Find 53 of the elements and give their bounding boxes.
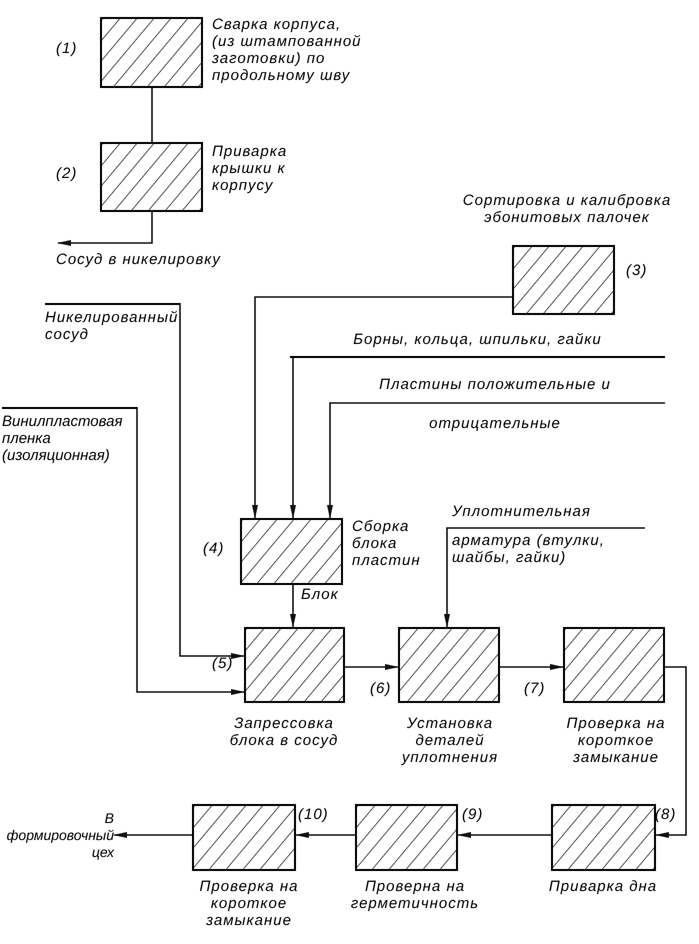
- step-number: (7): [524, 680, 546, 697]
- hatched-box: [563, 627, 665, 703]
- arrow: [113, 832, 192, 838]
- step-description: Проверна на герметичность: [350, 878, 480, 912]
- step-description: Сборка блока пластин: [352, 518, 422, 569]
- arrow: [57, 212, 153, 246]
- step-description: Запрессовка блока в сосуд: [228, 715, 340, 749]
- hatched-box: [398, 627, 500, 703]
- step-description: Проверка на короткое замыкание: [198, 878, 300, 929]
- input-label: отрицательные: [429, 415, 561, 432]
- arrow: [500, 664, 564, 670]
- step-number: (10): [298, 806, 330, 823]
- hatched-box: [551, 804, 656, 871]
- arrow: [345, 664, 399, 670]
- arrow: [457, 832, 551, 838]
- step-number: (2): [56, 165, 78, 182]
- input-label: арматура (втулки, шайбы, гайки): [452, 532, 606, 566]
- input-label: Винилпластовая пленка (изоляционная): [2, 413, 124, 464]
- step-number: (1): [56, 40, 78, 57]
- step-number: (9): [462, 806, 484, 823]
- step-description: Установка деталей уплотнения: [400, 715, 500, 766]
- input-label: Никелированный сосуд: [45, 309, 180, 343]
- arrow: [295, 832, 355, 838]
- hatched-box: [192, 804, 296, 871]
- arrow: [290, 357, 296, 519]
- hatched-box: [240, 518, 343, 585]
- step-description: Приварка дна: [548, 878, 658, 895]
- step-description: Сортировка и калибровка эбонитовых палочек: [462, 192, 672, 226]
- step-number: (8): [655, 806, 678, 823]
- input-label: Сосуд в никелировку: [56, 251, 222, 268]
- step-number: (3): [626, 262, 648, 279]
- arrow: [136, 407, 245, 695]
- step-description: Сварка корпуса, (из штампованной заготовки) по продольному шву: [212, 16, 362, 84]
- step-description: Приварка крышки к корпусу: [212, 143, 288, 194]
- arrow: [655, 666, 687, 838]
- arrow: [327, 402, 665, 519]
- step-description: Проверка на короткое замыкание: [566, 715, 666, 766]
- input-label: Борны, кольца, шпильки, гайки: [352, 331, 603, 348]
- hatched-box: [100, 142, 203, 212]
- arrow: [252, 296, 512, 519]
- hatched-box: [355, 804, 458, 871]
- step-number: (4): [203, 540, 226, 557]
- step-number: (5): [212, 655, 234, 672]
- step-number: (6): [370, 680, 392, 697]
- arrow: [179, 303, 245, 659]
- arrow: [290, 585, 296, 628]
- hatched-box: [244, 627, 345, 703]
- arrow: [444, 527, 645, 628]
- input-label: Уплотнительная: [452, 503, 591, 520]
- hatched-box: [100, 17, 203, 88]
- input-label: В формировочный цех: [6, 810, 114, 860]
- input-label: Пластины положительные и: [379, 376, 611, 393]
- hatched-box: [512, 245, 615, 315]
